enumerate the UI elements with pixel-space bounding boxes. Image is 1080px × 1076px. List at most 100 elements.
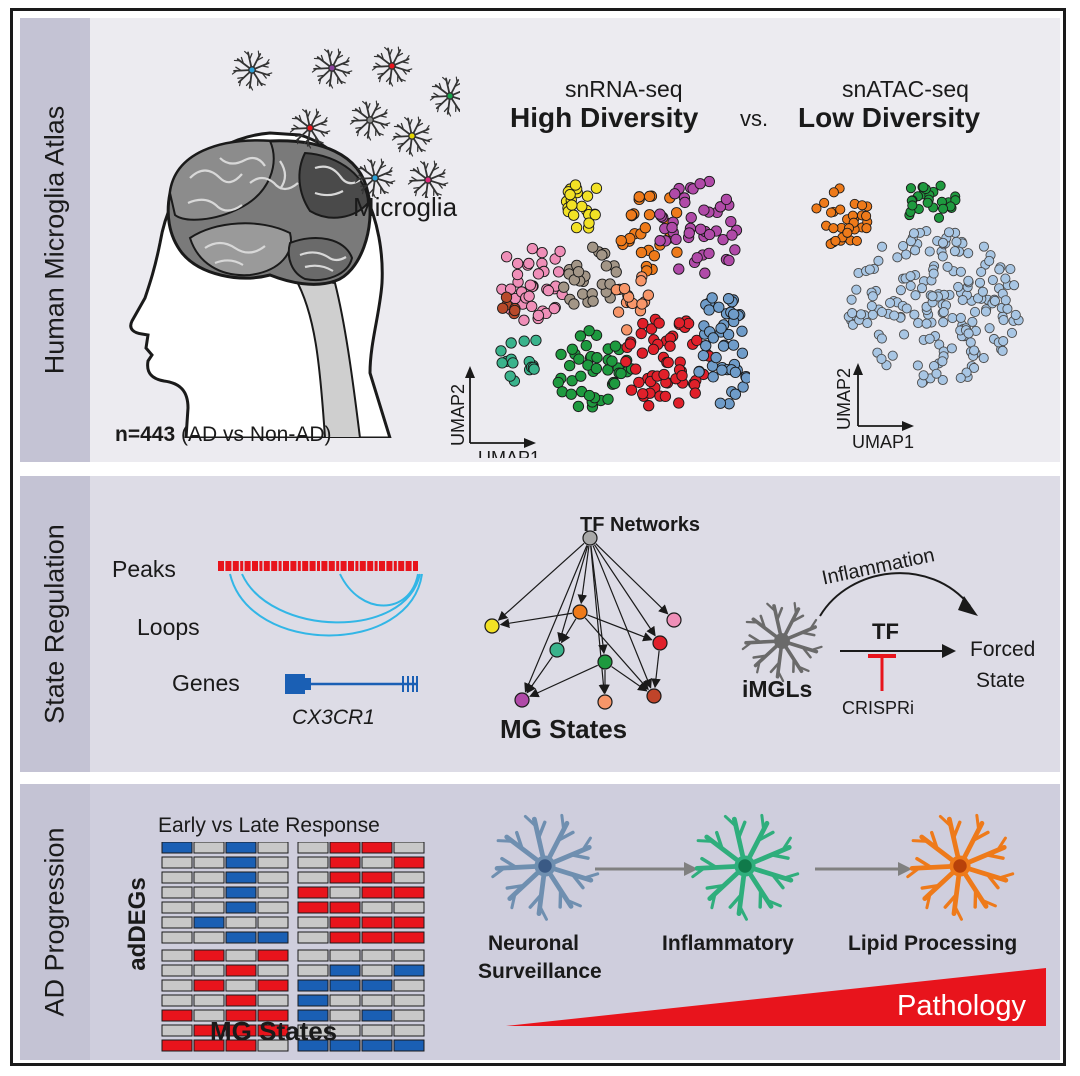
- forced-state-line2: State: [976, 669, 1026, 692]
- umap-point: [867, 309, 878, 320]
- umap1-label: UMAP1: [852, 432, 914, 448]
- heatmap-cell: [329, 916, 361, 929]
- tf-edge: [651, 650, 661, 689]
- umap-point: [654, 208, 666, 220]
- microglia-cell-icon: [429, 76, 460, 117]
- heatmap-cell: [257, 949, 289, 962]
- inflammation-arrow: [819, 572, 971, 617]
- heatmap-cell: [257, 1024, 289, 1037]
- umap-point: [811, 203, 822, 214]
- imgl-cell-icon: [741, 601, 823, 683]
- pathology-wedge: [506, 968, 1046, 1026]
- heatmap-cell: [257, 964, 289, 977]
- umap-point: [899, 329, 910, 340]
- heatmap-cell: [361, 1024, 393, 1037]
- umap-point: [669, 188, 681, 200]
- umap-point: [645, 323, 658, 335]
- umap-point: [910, 290, 921, 301]
- sample-count-desc: (AD vs Non-AD): [180, 423, 332, 446]
- umap-point: [901, 303, 912, 314]
- heatmap-cell: [393, 856, 425, 869]
- tf-networks-label: TF Networks: [580, 514, 701, 536]
- umap-point: [934, 339, 945, 350]
- heatmap-cell: [393, 871, 425, 884]
- umap-point: [524, 279, 536, 291]
- umap-point: [943, 227, 955, 238]
- umap-point: [706, 292, 718, 304]
- umap-point: [998, 336, 1009, 347]
- umap-point: [707, 371, 719, 383]
- heatmap-cell: [225, 886, 257, 899]
- heatmap-cell: [329, 871, 361, 884]
- umap-point: [570, 221, 583, 234]
- umap1-label: UMAP1: [478, 448, 540, 458]
- heatmap-cell: [297, 1024, 329, 1037]
- umap-point: [587, 295, 599, 307]
- umap-point: [980, 306, 991, 317]
- umap-point: [530, 334, 542, 347]
- heatmap-cell: [193, 1009, 225, 1022]
- sample-count-value: n=443: [115, 423, 176, 446]
- umap-point: [969, 345, 980, 356]
- umap-point: [978, 352, 989, 364]
- heatmap-cell: [361, 931, 393, 944]
- umap-point: [590, 362, 603, 375]
- umap-point: [876, 307, 888, 318]
- heatmap-cell: [329, 886, 361, 899]
- umap-point: [994, 264, 1005, 275]
- umap-point: [830, 235, 841, 246]
- umap-point: [876, 353, 887, 364]
- umap-point: [576, 200, 588, 213]
- heatmap-cell: [193, 964, 225, 977]
- tf-node: [514, 692, 530, 708]
- umap-point: [653, 317, 665, 329]
- gene-exon: [402, 676, 404, 692]
- umap-point: [648, 250, 661, 262]
- heatmap-cell: [161, 1009, 193, 1022]
- tf-edge: [592, 545, 652, 689]
- umap-point: [922, 197, 933, 208]
- heatmap-cell: [257, 901, 289, 914]
- umap-point: [855, 309, 867, 320]
- umap-point: [609, 340, 622, 352]
- microglia-cell-icon: [354, 158, 396, 198]
- state-lipid-processing: Lipid Processing: [848, 932, 1018, 955]
- heatmap-cell: [161, 994, 193, 1007]
- heatmap-cell: [225, 979, 257, 992]
- umap-point: [676, 369, 688, 382]
- tf-edge: [524, 545, 588, 693]
- umap-point: [602, 393, 614, 405]
- heatmap-cell: [361, 979, 393, 992]
- microglia-cell-icon: [289, 108, 331, 149]
- umap-point: [1002, 303, 1013, 314]
- heatmap-cell: [161, 964, 193, 977]
- heatmap-cell: [393, 994, 425, 1007]
- tf-edge: [587, 614, 653, 642]
- umap-point: [916, 283, 928, 294]
- umap-point: [722, 328, 735, 341]
- umap-point: [984, 255, 995, 266]
- state-neuronal-surveillance-line1: Neuronal: [488, 932, 580, 955]
- heatmap-cell: [361, 964, 393, 977]
- umap-point: [618, 282, 631, 295]
- peaks-label: Peaks: [112, 556, 176, 582]
- umap-point: [511, 257, 524, 270]
- umap-point: [937, 251, 948, 262]
- umap2-label: UMAP2: [448, 384, 468, 446]
- heatmap-cell: [393, 949, 425, 962]
- umap-point: [532, 268, 545, 280]
- heatmap-cell: [361, 994, 393, 1007]
- umap-point: [851, 235, 862, 246]
- heatmap-cell: [329, 964, 361, 977]
- heatmap-cell: [393, 842, 425, 854]
- heatmap-cell: [161, 931, 193, 944]
- heatmap-cell: [225, 916, 257, 929]
- umap-point: [685, 212, 697, 224]
- heatmap-cell: [193, 949, 225, 962]
- heatmap-cell: [225, 842, 257, 854]
- peaks-track: [218, 561, 418, 571]
- snrna-umap-plot: UMAP1 UMAP2: [448, 175, 750, 458]
- heatmap-cell: [361, 949, 393, 962]
- umap-point: [689, 387, 701, 399]
- umap-point: [876, 333, 887, 344]
